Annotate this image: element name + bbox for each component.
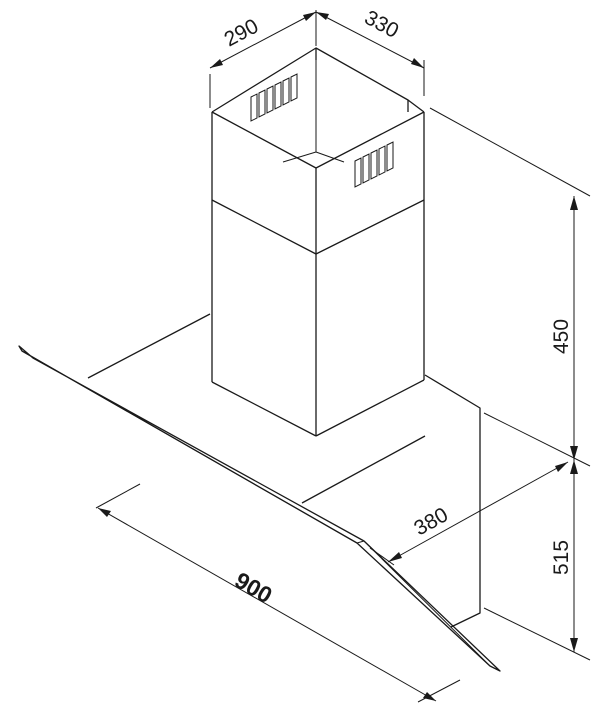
dimension-label-515: 515 bbox=[550, 540, 573, 575]
dimension-450: 450 bbox=[429, 107, 591, 467]
vent-slots-front bbox=[354, 141, 394, 188]
dimension-515: 515 bbox=[483, 460, 591, 661]
dimension-330: 330 bbox=[315, 6, 425, 96]
vent-slots-back bbox=[250, 73, 298, 122]
dimension-label-450: 450 bbox=[550, 319, 573, 354]
dimension-label-330: 330 bbox=[361, 6, 403, 43]
hood-back-outline bbox=[87, 313, 481, 628]
dimension-900: 900 bbox=[95, 483, 461, 703]
dimension-380: 380 bbox=[369, 461, 569, 566]
dimension-label-900: 900 bbox=[231, 567, 277, 609]
dimension-label-290: 290 bbox=[221, 15, 263, 52]
chimney bbox=[211, 47, 425, 437]
glass-canopy bbox=[18, 345, 501, 672]
dimension-label-380: 380 bbox=[410, 503, 452, 540]
